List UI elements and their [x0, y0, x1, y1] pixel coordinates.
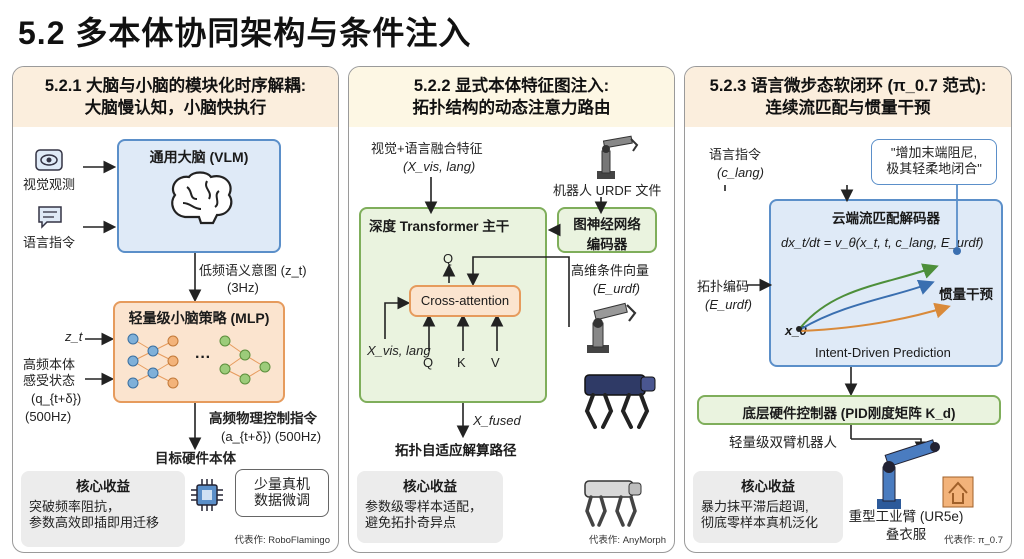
cross-attention-box: Cross-attention	[409, 285, 521, 317]
panel-language-loop: 5.2.3 语言微步态软闭环 (π_0.7 范式): 连续流匹配与惯量干预 语言…	[684, 66, 1012, 553]
controller-label: 底层硬件控制器 (PID刚度矩阵 K_d)	[742, 406, 956, 421]
panel3-gain-title: 核心收益	[741, 479, 795, 494]
lang-label: 语言指令	[709, 147, 762, 162]
dual-arm-label: 轻量级双臂机器人	[729, 435, 837, 450]
panel2-gain-line1: 参数级零样本适配，	[365, 499, 483, 514]
panel1-footer: 代表作: RoboFlamingo	[234, 535, 330, 546]
industrial-arm-icon	[867, 439, 977, 518]
input-language-label: 语言指令	[23, 235, 76, 250]
decoder-box: 云端流匹配解码器 dx_t/dt = v_θ(x_t, t, c_lang, E…	[769, 199, 1003, 367]
cond-var: (E_urdf)	[593, 281, 640, 296]
target-label: 目标硬件本体	[155, 451, 236, 466]
panel-morphology-injection: 5.2.2 显式本体特征图注入: 拓扑结构的动态注意力路由 视觉+语言融合特征 …	[348, 66, 675, 553]
x-vis-label: X_vis, lang	[367, 343, 431, 358]
v-label: V	[491, 355, 500, 370]
bubble3-line2: 极其轻柔地闭合"	[886, 161, 982, 176]
panel2-heading-line2: 拓扑结构的动态注意力路由	[412, 99, 611, 117]
decoder-title: 云端流匹配解码器	[832, 211, 940, 226]
control-var: (a_{t+δ}) (500Hz)	[221, 429, 322, 444]
heavy-arm-line1: 重型工业臂 (UR5e)	[848, 509, 964, 524]
brain-icon	[167, 169, 237, 230]
panel1-gain-box: 核心收益 突破频率阻抗， 参数高效即插即用迁移	[21, 471, 185, 547]
control-title: 高频物理控制指令	[209, 411, 317, 426]
mlp-title: 轻量级小脑策略 (MLP)	[128, 310, 270, 326]
x0-label: x_0	[785, 323, 807, 338]
bubble-line1: 少量真机	[254, 476, 310, 492]
proprio-var: (q_{t+δ})	[31, 391, 82, 406]
neural-network-icon	[123, 327, 279, 402]
panel1-gain-line2: 参数高效即插即用迁移	[29, 515, 160, 530]
gnn-box: 图神经网络 编码器	[557, 207, 657, 253]
proprio-line1: 高频本体	[23, 357, 76, 372]
robot-arm-icon	[579, 301, 639, 362]
panel2-heading: 5.2.2 显式本体特征图注入: 拓扑结构的动态注意力路由	[349, 67, 674, 127]
chat-icon	[37, 205, 63, 234]
panel3-heading: 5.2.3 语言微步态软闭环 (π_0.7 范式): 连续流匹配与惯量干预	[685, 67, 1011, 127]
path-label: 拓扑自适应解算路径	[395, 443, 517, 458]
x-fused-label: X_fused	[473, 413, 521, 428]
panel2-gain-title: 核心收益	[403, 479, 457, 494]
bubble3-line1: "增加末端阻尼,	[890, 145, 978, 160]
cond-line1: 高维条件向量	[571, 263, 650, 278]
proprio-line2: 感受状态	[23, 373, 76, 388]
fusion-line1: 视觉+语言融合特征	[371, 141, 483, 156]
panel-brain-cerebellum: 5.2.1 大脑与小脑的模块化时序解耦: 大脑慢认知，小脑快执行 视觉观测 语言…	[12, 66, 339, 553]
controller-box: 底层硬件控制器 (PID刚度矩阵 K_d)	[697, 395, 1001, 425]
panel1-gain-title: 核心收益	[76, 479, 130, 494]
panel3-heading-line2: 连续流匹配与惯量干预	[765, 99, 931, 117]
vlm-title: 通用大脑 (VLM)	[149, 149, 249, 165]
panel1-heading-line2: 大脑慢认知，小脑快执行	[84, 99, 267, 117]
panel2-gain-line2: 避免拓扑奇异点	[365, 515, 457, 530]
inertia-label: 惯量干预	[939, 287, 993, 302]
q-top-label: Q	[443, 251, 454, 266]
intent-frequency: (3Hz)	[227, 280, 259, 295]
panel3-gain-line1: 暴力抹平滞后超调,	[701, 499, 809, 514]
proprio-frequency: (500Hz)	[25, 409, 72, 424]
bubble-line2: 数据微调	[254, 492, 310, 508]
intent-label: 低频语义意图 (z_t)	[199, 263, 307, 278]
chip-icon	[189, 477, 225, 518]
input-visual-label: 视觉观测	[23, 177, 76, 192]
q-label: Q	[423, 355, 434, 370]
quadruped-robot-icon	[575, 367, 659, 438]
panel2-gain-box: 核心收益 参数级零样本适配， 避免拓扑奇异点	[357, 471, 503, 543]
urdf-label: 机器人 URDF 文件	[553, 183, 662, 198]
k-label: K	[457, 355, 466, 370]
topo-var: (E_urdf)	[705, 297, 752, 312]
eye-icon	[35, 149, 63, 176]
panel2-footer: 代表作: AnyMorph	[588, 535, 666, 546]
zt-label: z_t	[65, 329, 83, 344]
backbone-title: 深度 Transformer 主干	[369, 219, 510, 234]
panel2-heading-line1: 5.2.2 显式本体特征图注入:	[413, 77, 610, 95]
quadruped-robot-icon	[577, 475, 647, 534]
gnn-line1: 图神经网络	[573, 217, 641, 232]
cross-attention-label: Cross-attention	[420, 293, 510, 308]
mlp-box: 轻量级小脑策略 (MLP) ···	[113, 301, 285, 403]
finetune-bubble: 少量真机 数据微调	[235, 469, 329, 517]
mlp-ellipsis: ···	[195, 349, 211, 366]
robot-arm-icon	[591, 135, 641, 186]
page-title: 5.2 多本体协同架构与条件注入	[18, 15, 472, 51]
panel3-heading-line1: 5.2.3 语言微步态软闭环 (π_0.7 范式):	[709, 77, 987, 95]
instruction-bubble: "增加末端阻尼, 极其轻柔地闭合"	[871, 139, 997, 185]
panel1-gain-line1: 突破频率阻抗，	[29, 499, 121, 514]
panel3-gain-line2: 彻底零样本真机泛化	[701, 515, 819, 530]
equation: dx_t/dt = v_θ(x_t, t, c_lang, E_urdf)	[781, 235, 984, 250]
panel3-footer: 代表作: π_0.7	[944, 535, 1003, 546]
prediction-label: Intent-Driven Prediction	[815, 345, 951, 360]
vlm-box: 通用大脑 (VLM)	[117, 139, 281, 253]
topo-line1: 拓扑编码	[697, 279, 750, 294]
heavy-arm-line2: 叠衣服	[885, 527, 927, 542]
gnn-line2: 编码器	[586, 237, 628, 252]
panel3-gain-box: 核心收益 暴力抹平滞后超调, 彻底零样本真机泛化	[693, 471, 843, 543]
lang-var: (c_lang)	[717, 165, 764, 180]
panel1-heading: 5.2.1 大脑与小脑的模块化时序解耦: 大脑慢认知，小脑快执行	[13, 67, 338, 127]
fusion-var: (X_vis, lang)	[403, 159, 476, 174]
panel1-heading-line1: 5.2.1 大脑与小脑的模块化时序解耦:	[44, 77, 307, 95]
